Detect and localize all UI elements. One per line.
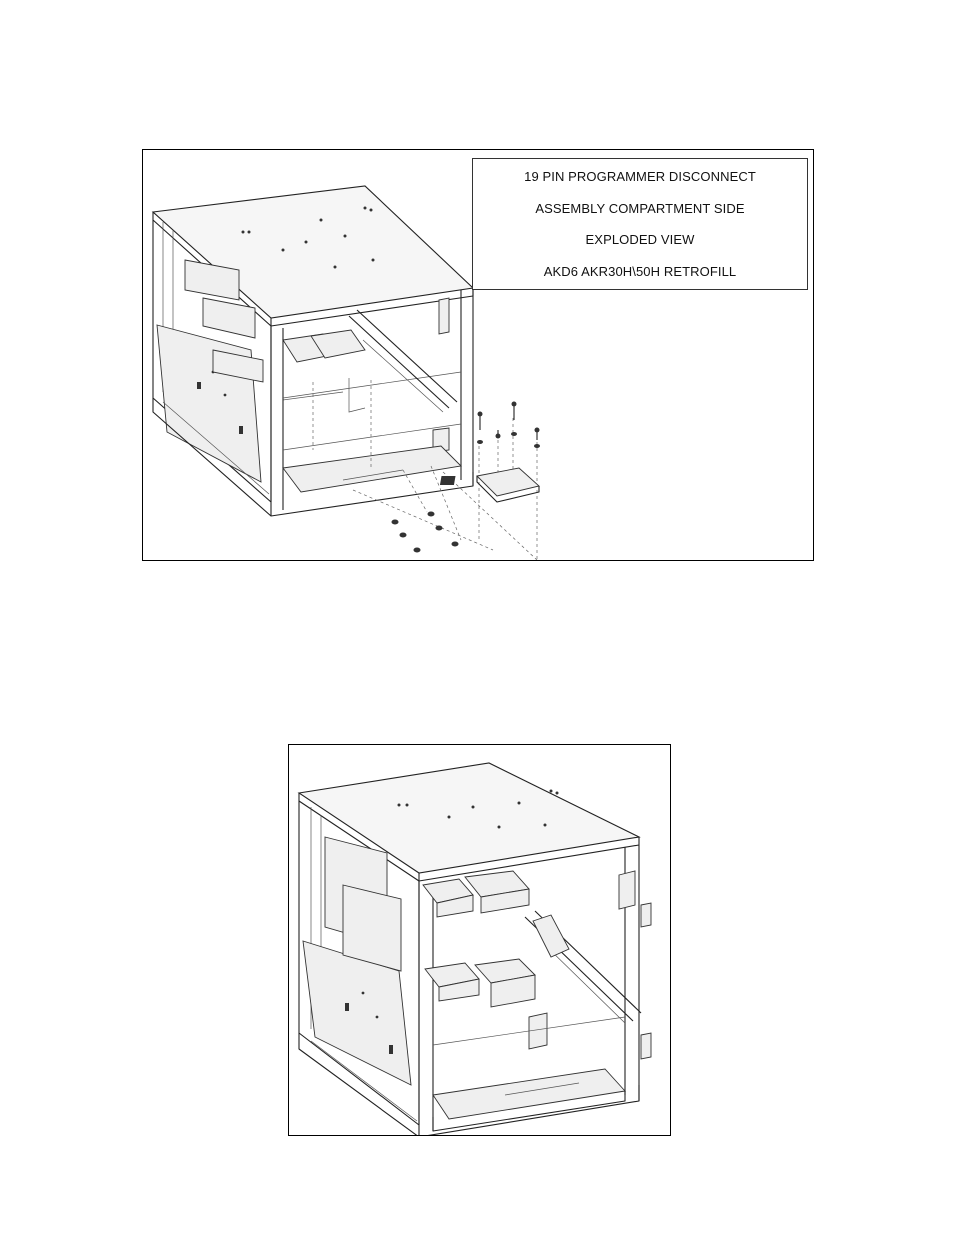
nut-set-lower xyxy=(392,512,459,553)
callout-line-1: 19 PIN PROGRAMMER DISCONNECT xyxy=(524,169,756,184)
callout-line-4: AKD6 AKR30H\50H RETROFILL xyxy=(544,264,737,279)
top-cover xyxy=(153,186,473,318)
callout-line-2: ASSEMBLY COMPARTMENT SIDE xyxy=(535,201,744,216)
screw-set-upper xyxy=(477,402,540,449)
exploded-view-figure: 19 PIN PROGRAMMER DISCONNECT ASSEMBLY CO… xyxy=(142,149,814,561)
callout-line-3: EXPLODED VIEW xyxy=(586,232,695,247)
assembled-view-figure xyxy=(288,744,671,1136)
exploded-view-callout: 19 PIN PROGRAMMER DISCONNECT ASSEMBLY CO… xyxy=(472,158,808,290)
assembled-view-drawing xyxy=(289,745,670,1135)
